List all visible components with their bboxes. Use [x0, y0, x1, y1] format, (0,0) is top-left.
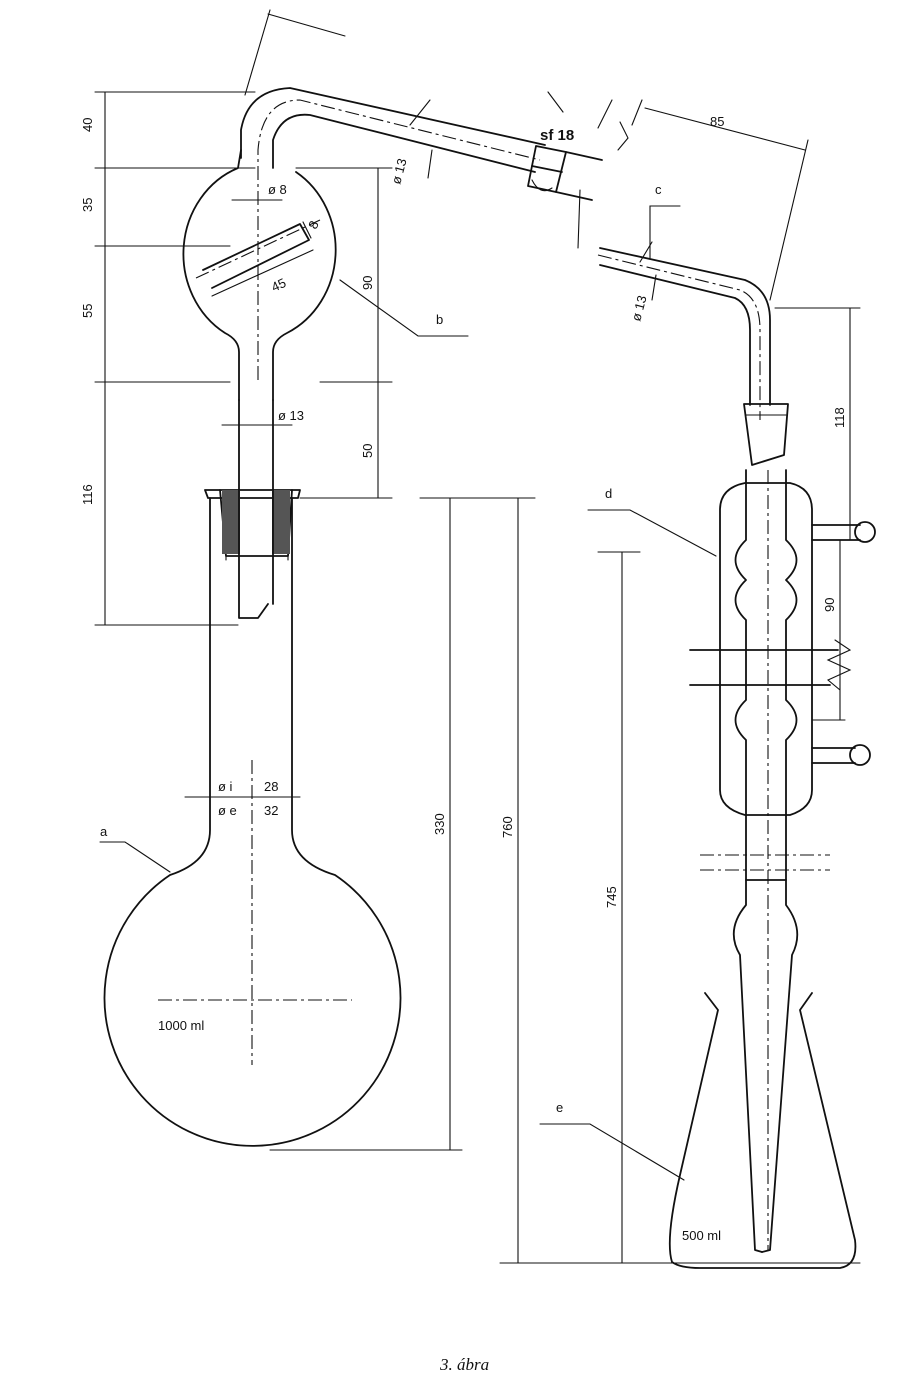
dim-50: 50 — [360, 444, 375, 458]
erlenmeyer-flask: 500 ml — [668, 992, 857, 1269]
dim-55: 55 — [80, 304, 95, 318]
part-labels: a b c d e — [99, 182, 717, 1181]
de-value: 32 — [264, 803, 278, 818]
connecting-tube — [240, 87, 546, 380]
dim-40: 40 — [80, 118, 95, 132]
left-dimension-chain: 40 35 55 116 — [80, 91, 256, 626]
angled-dimension-85: 85 — [631, 99, 809, 301]
di-value: 28 — [264, 779, 278, 794]
figure-caption: 3. ábra — [439, 1355, 489, 1374]
dim-45: 45 — [269, 275, 288, 295]
splash-bulb: 45 8 — [182, 149, 337, 401]
dim-118: 118 — [832, 407, 847, 428]
di-label: ø i — [218, 779, 233, 794]
dim-90-condenser: 90 — [822, 598, 837, 612]
dim-116: 116 — [80, 484, 95, 505]
de-label: ø e — [218, 803, 237, 818]
flask-volume: 1000 ml — [158, 1018, 204, 1033]
dim-85: 85 — [710, 114, 724, 129]
dim-13-lower: ø 13 — [628, 294, 649, 323]
dim-760: 760 — [500, 816, 515, 838]
label-b: b — [436, 312, 443, 327]
dim-13-stem: ø 13 — [278, 408, 304, 423]
dim-8-ring: ø 8 — [268, 182, 287, 197]
label-d: d — [605, 486, 612, 501]
joint-size: sf 18 — [540, 127, 574, 144]
dim-13-upper: ø 13 — [388, 157, 409, 186]
condenser-inlet-tube — [577, 189, 771, 420]
right-dimension-chain: 118 90 — [774, 307, 861, 721]
height-dimensions: 330 760 745 — [269, 497, 861, 1264]
label-a: a — [100, 824, 108, 839]
rubber-stopper — [204, 489, 301, 561]
condenser-stopper — [743, 403, 789, 466]
erlenmeyer-volume: 500 ml — [682, 1228, 721, 1243]
top-arrow-dimension — [244, 9, 346, 96]
dim-35: 35 — [80, 198, 95, 212]
inner-stem-tube — [206, 399, 274, 626]
ground-joint: sf 18 — [527, 91, 629, 201]
label-c: c — [655, 182, 662, 197]
round-bottom-flask: 1000 ml — [103, 497, 402, 1147]
condenser — [689, 469, 876, 1250]
bulb-dimension-chain: 90 50 — [295, 167, 393, 499]
dim-330: 330 — [432, 813, 447, 835]
dim-745: 745 — [604, 886, 619, 908]
label-e: e — [556, 1100, 563, 1115]
diameter-callouts: ø 8 ø 13 ø 13 ø 13 ø i 28 ø e 32 — [184, 99, 657, 818]
dim-90-bulb: 90 — [360, 276, 375, 290]
adapter-tube — [732, 879, 799, 1253]
